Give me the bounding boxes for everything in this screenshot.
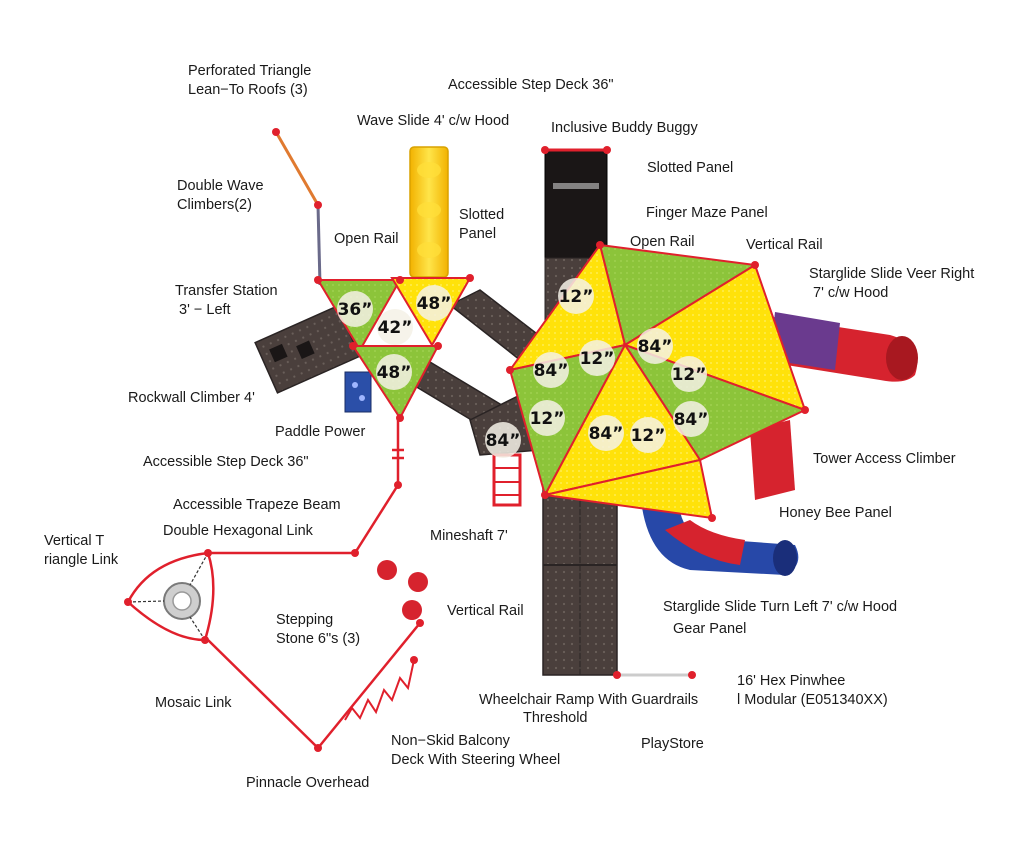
svg-text:12”: 12” (559, 287, 594, 307)
svg-text:84”: 84” (674, 410, 709, 430)
label-mineshaft: Mineshaft 7' (430, 528, 508, 544)
label-vertical-rail-top: Vertical Rail (746, 237, 823, 253)
vertical-triangle-link (127, 552, 209, 641)
label-slotted-panel-left: Slotted Panel (459, 207, 505, 242)
starglide-veer-right (755, 312, 918, 382)
label-open-rail-right: Open Rail (630, 234, 695, 250)
label-stepping-stone: Stepping Stone 6"s (3) (276, 612, 361, 647)
svg-text:84”: 84” (534, 361, 569, 381)
label-honey-bee-panel: Honey Bee Panel (779, 505, 892, 521)
badge-tri-48-top: 48” (416, 285, 452, 321)
label-non-skid-balcony: Non−Skid Balcony Deck With Steering Whee… (391, 733, 561, 768)
label-mosaic-link: Mosaic Link (155, 695, 232, 711)
badge-tri-48-bottom: 48” (376, 354, 412, 390)
label-accessible-step-deck-left: Accessible Step Deck 36" (143, 454, 309, 470)
label-paddle-power: Paddle Power (275, 424, 366, 440)
transfer-station (254, 305, 361, 394)
label-slotted-panel-right: Slotted Panel (647, 160, 734, 176)
label-threshold: Threshold (523, 710, 588, 726)
link-posts (124, 481, 424, 752)
svg-text:12”: 12” (672, 365, 707, 385)
badge-hex-12-top: 12” (558, 278, 594, 314)
svg-text:84”: 84” (486, 431, 521, 451)
svg-text:84”: 84” (638, 337, 673, 357)
badge-hex-12-left: 12” (529, 400, 565, 436)
label-inclusive-buddy-buggy: Inclusive Buddy Buggy (551, 120, 698, 136)
svg-text:12”: 12” (631, 426, 666, 446)
badge-hex-84-left: 84” (533, 352, 569, 388)
label-pinnacle-overhead: Pinnacle Overhead (246, 775, 370, 791)
badge-hex-12-bottom: 12” (630, 417, 666, 453)
label-gear-panel: Gear Panel (673, 621, 747, 637)
label-starglide-turn-left: Starglide Slide Turn Left 7' c/w Hood (663, 599, 898, 615)
label-vertical-rail-bottom: Vertical Rail (447, 603, 524, 619)
label-perforated-triangle-roofs: Perforated Triangle Lean−To Roofs (3) (188, 63, 312, 98)
lean-to-support (272, 128, 322, 286)
label-tower-access-climber: Tower Access Climber (813, 451, 956, 467)
label-finger-maze-panel: Finger Maze Panel (646, 205, 768, 221)
label-hex-pinwheel-modular: 16' Hex Pinwhee l Modular (E051340XX) (737, 673, 888, 708)
svg-text:12”: 12” (580, 349, 615, 369)
label-open-rail-left: Open Rail (334, 231, 399, 247)
svg-text:12”: 12” (530, 409, 565, 429)
svg-text:42”: 42” (378, 318, 413, 338)
wave-slide (409, 146, 449, 278)
label-wave-slide: Wave Slide 4' c/w Hood (357, 113, 510, 129)
badge-hex-84-top: 84” (637, 328, 673, 364)
deck-height-badges: 36” 48” 42” 48” 84” 12” 84” 12” 84” 12” … (337, 278, 709, 458)
tower-access-climber (750, 420, 795, 500)
label-starglide-veer-right: Starglide Slide Veer Right 7' c/w Hood (809, 266, 975, 301)
badge-hex-12-right: 12” (671, 356, 707, 392)
label-vertical-triangle-link: Vertical T riangle Link (44, 533, 119, 568)
label-accessible-trapeze-beam: Accessible Trapeze Beam (173, 497, 341, 513)
label-transfer-station: Transfer Station 3' − Left (175, 283, 278, 318)
svg-text:48”: 48” (377, 363, 412, 383)
svg-text:36”: 36” (338, 300, 373, 320)
label-double-hexagonal-link: Double Hexagonal Link (163, 523, 313, 539)
label-accessible-step-deck-top: Accessible Step Deck 36" (448, 77, 614, 93)
label-playstore: PlayStore (641, 736, 704, 752)
stepping-stones (377, 560, 428, 620)
label-double-wave-climbers: Double Wave Climbers(2) (177, 178, 264, 213)
badge-hex-84-bottom: 84” (588, 415, 624, 451)
svg-text:48”: 48” (417, 294, 452, 314)
badge-hex-84-right: 84” (673, 401, 709, 437)
label-rockwall-climber: Rockwall Climber 4' (128, 390, 255, 406)
svg-text:84”: 84” (589, 424, 624, 444)
label-wheelchair-ramp: Wheelchair Ramp With Guardrails (479, 692, 699, 708)
badge-tri-36: 36” (337, 291, 373, 327)
badge-tri-42: 42” (377, 309, 413, 345)
badge-hex-12-center: 12” (579, 340, 615, 376)
link-runs (126, 420, 421, 749)
paddle-power (344, 371, 372, 413)
badge-ramp-84: 84” (485, 422, 521, 458)
